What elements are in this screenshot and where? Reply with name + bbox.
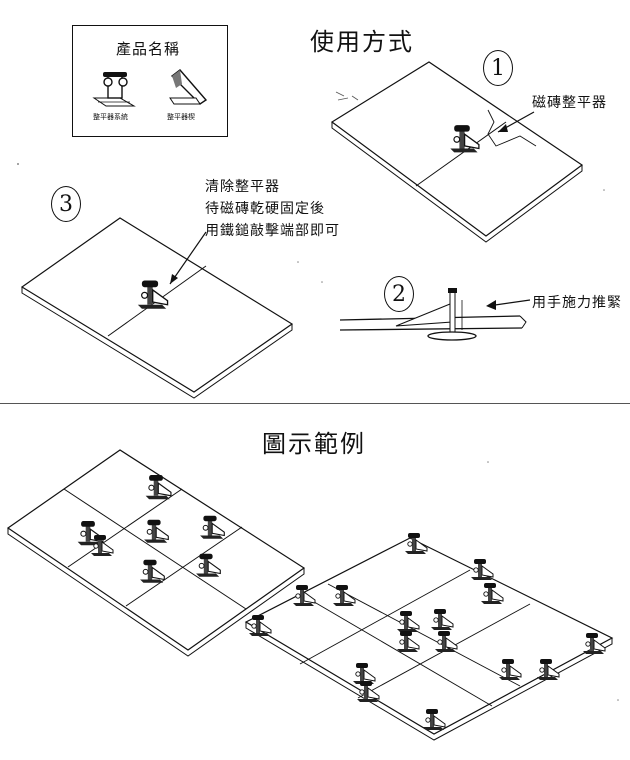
leveler-clip-icon <box>92 72 136 107</box>
wedge-caption: 整平器楔 <box>167 113 195 121</box>
step2-callout: 用手施力推緊 <box>532 295 622 311</box>
step2-side-view <box>339 288 527 341</box>
leveler-caption: 整平器系統 <box>93 113 128 121</box>
step3-number: 3 <box>51 186 81 222</box>
step1-number: 1 <box>483 50 513 86</box>
hand-arrow-icon <box>486 299 531 310</box>
section-divider <box>0 403 630 404</box>
product-box-title: 產品名稱 <box>116 40 181 58</box>
step3-note-line-1: 清除整平器 <box>205 179 280 195</box>
example-grid-left <box>6 449 306 657</box>
step3-note-line-3: 用鐵鎚敲擊端部即可 <box>205 223 340 239</box>
step1-callout: 磁磚整平器 <box>532 95 607 111</box>
example-grid-right <box>244 532 614 741</box>
example-section-title: 圖示範例 <box>262 430 366 458</box>
print-specks <box>17 163 619 701</box>
step3-note-line-2: 待磁磚乾硬固定後 <box>205 201 325 217</box>
wedge-icon <box>169 69 208 105</box>
usage-section-title: 使用方式 <box>310 28 414 56</box>
product-name-box <box>72 25 228 137</box>
step3-note: 清除整平器 待磁磚乾硬固定後 用鐵鎚敲擊端部即可 <box>205 176 340 242</box>
step2-number: 2 <box>384 276 414 312</box>
